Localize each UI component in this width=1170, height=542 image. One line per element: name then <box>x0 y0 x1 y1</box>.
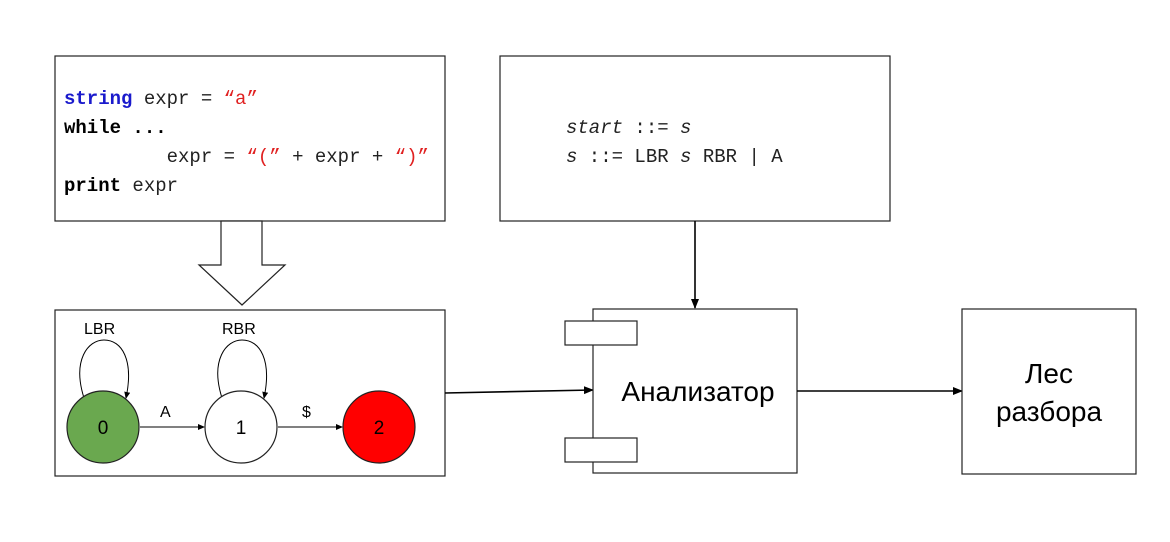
grammar-nonterminal: s <box>566 146 577 168</box>
code-token: ... <box>121 117 167 139</box>
grammar-operator: ::= <box>623 117 680 139</box>
self-loop-0 <box>79 339 131 399</box>
self-loop-label-1: RBR <box>222 321 256 338</box>
grammar-box: start ::= s s ::= LBR s RBR | A <box>499 55 891 222</box>
transition-label-0-1: A <box>160 404 171 421</box>
code-line-4: print expr <box>64 175 178 197</box>
code-token: expr <box>121 175 178 197</box>
grammar-operator: ::= LBR <box>577 146 680 168</box>
code-line-1: string expr = “a” <box>64 88 258 110</box>
component-port-top <box>564 320 638 346</box>
code-token: + expr + <box>281 146 395 168</box>
automaton-to-analyzer-arrow <box>444 386 594 395</box>
analyzer-label: Анализатор <box>621 376 774 407</box>
code-token: print <box>64 175 121 197</box>
state-2-circle <box>342 390 416 464</box>
component-port-bottom <box>564 437 638 463</box>
code-token: “(” <box>246 146 280 168</box>
hollow-down-arrow <box>197 220 287 306</box>
self-loop-1 <box>217 339 269 399</box>
self-loop-label-0: LBR <box>84 321 115 338</box>
code-token: string <box>64 88 132 110</box>
code-token: expr = <box>144 146 247 168</box>
code-token: expr = <box>132 88 223 110</box>
grammar-nonterminal: start <box>566 117 623 139</box>
state-0-label: 0 <box>98 418 109 439</box>
grammar-line-1: start ::= s <box>566 117 691 139</box>
analyzer-component: Анализатор <box>564 308 798 474</box>
automaton-box: LBR RBR A $ 0 1 2 <box>54 309 446 477</box>
code-token: “)” <box>395 146 429 168</box>
code-line-2: while ... <box>64 117 167 139</box>
code-box: string expr = “a” while ... expr = “(” +… <box>54 55 486 222</box>
parse-forest-box: Лес разбора <box>961 308 1137 475</box>
transition-label-1-2: $ <box>302 404 311 421</box>
state-1-label: 1 <box>236 418 247 439</box>
parse-forest-label-line-1: Лес <box>1025 358 1073 389</box>
grammar-line-2: s ::= LBR s RBR | A <box>566 146 783 168</box>
grammar-nonterminal: s <box>680 117 691 139</box>
state-0-circle <box>66 390 140 464</box>
grammar-nonterminal: s <box>680 146 691 168</box>
state-2-label: 2 <box>374 418 385 439</box>
grammar-rest: RBR | A <box>691 146 783 168</box>
state-1-circle <box>204 390 278 464</box>
parse-forest-label-line-2: разбора <box>996 396 1103 427</box>
code-token: “a” <box>224 88 258 110</box>
code-line-3: expr = “(” + expr + “)” <box>64 146 486 168</box>
code-token: while <box>64 117 121 139</box>
